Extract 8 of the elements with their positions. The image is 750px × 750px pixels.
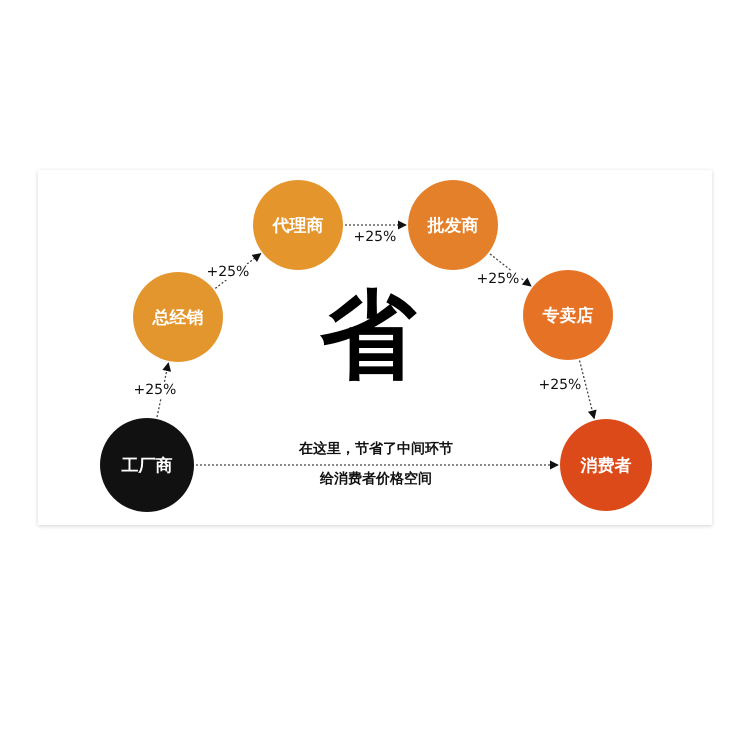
edge-label: +25%: [206, 264, 250, 280]
arrow: [345, 220, 407, 230]
arrow: [196, 460, 559, 470]
arrow: [490, 253, 532, 287]
headline-character: 省: [320, 287, 416, 383]
edge-label: 在这里，节省了中间环节给消费者价格空间: [298, 440, 454, 489]
edge-label: +25%: [132, 382, 178, 398]
arrow: [578, 360, 597, 420]
